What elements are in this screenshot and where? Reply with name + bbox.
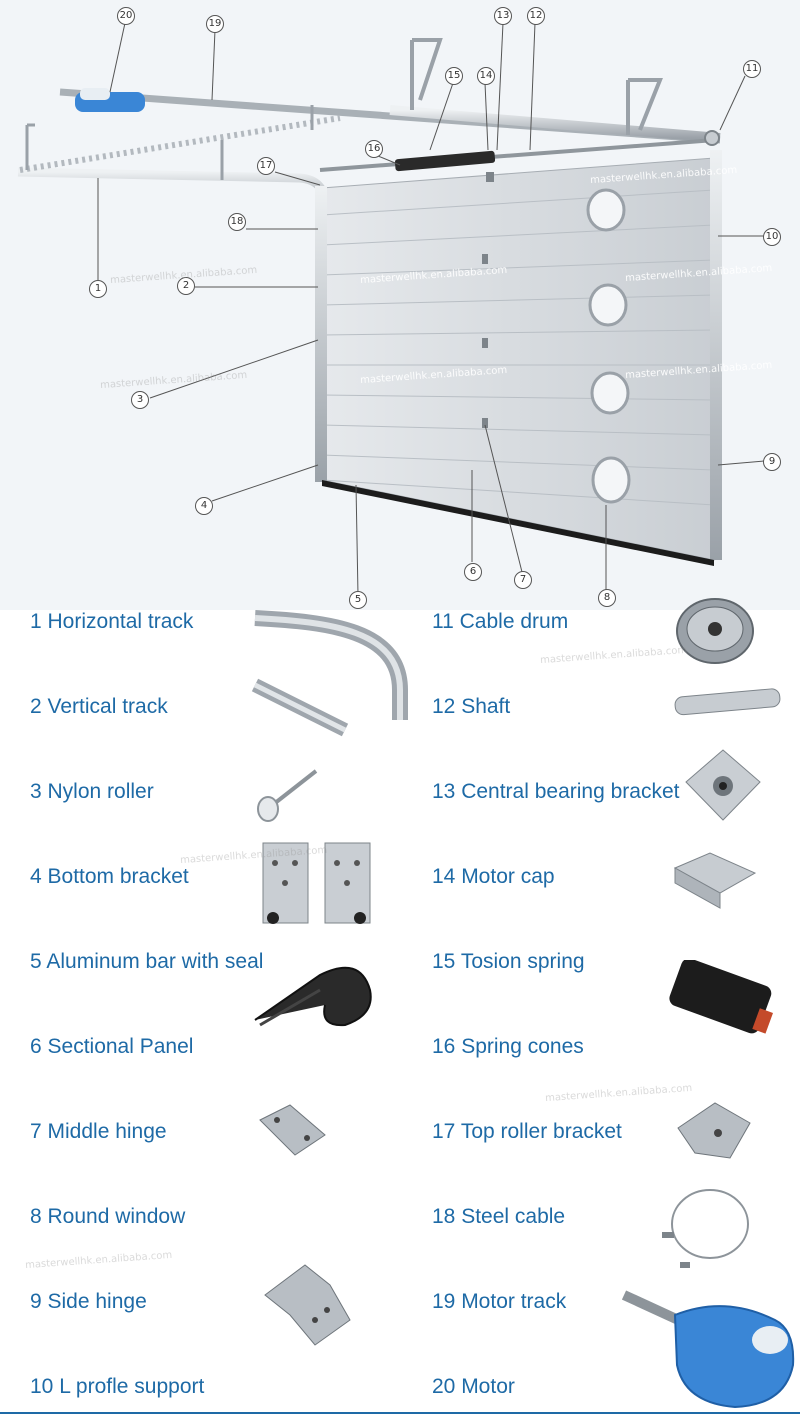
callout-6: 6 <box>464 563 482 581</box>
legend-item-19: 19 Motor track <box>432 1290 567 1313</box>
callout-1: 1 <box>89 280 107 298</box>
legend-item-10: 10 L profle support <box>30 1375 205 1398</box>
door-assembly-diagram: 20 19 13 12 11 15 14 16 17 18 10 1 2 3 9… <box>0 0 800 610</box>
callout-18: 18 <box>228 213 246 231</box>
legend-item-15: 15 Tosion spring <box>432 950 585 973</box>
legend-item-7: 7 Middle hinge <box>30 1120 167 1143</box>
legend-item-2: 2 Vertical track <box>30 695 168 718</box>
callout-11: 11 <box>743 60 761 78</box>
legend-item-11: 11 Cable drum <box>432 610 569 633</box>
legend-item-6: 6 Sectional Panel <box>30 1035 194 1058</box>
watermark: masterwellhk.en.alibaba.com <box>24 1249 173 1272</box>
callout-15: 15 <box>445 67 463 85</box>
callout-3: 3 <box>131 391 149 409</box>
legend-item-5: 5 Aluminum bar with seal <box>30 950 264 973</box>
shaft-icon <box>674 688 781 716</box>
callout-2: 2 <box>177 277 195 295</box>
top-roller-bracket-icon <box>677 1102 751 1159</box>
callout-13: 13 <box>494 7 512 25</box>
callout-19: 19 <box>206 15 224 33</box>
legend-item-17: 17 Top roller bracket <box>432 1120 622 1143</box>
legend-item-16: 16 Spring cones <box>432 1035 584 1058</box>
legend-item-18: 18 Steel cable <box>432 1205 566 1228</box>
bottom-divider <box>0 1412 800 1414</box>
bearing-bracket-icon <box>685 749 761 821</box>
side-hinge-icon <box>264 1264 351 1346</box>
callout-17: 17 <box>257 157 275 175</box>
legend-item-20: 20 Motor <box>432 1375 515 1398</box>
legend-item-14: 14 Motor cap <box>432 865 555 888</box>
parts-legend: 1 Horizontal track 2 Vertical track 3 Ny… <box>0 598 800 1418</box>
bottom-bracket-icon <box>262 842 371 924</box>
callout-7: 7 <box>514 571 532 589</box>
cable-drum-icon <box>676 598 754 664</box>
legend-item-1: 1 Horizontal track <box>30 610 194 633</box>
door-illustration <box>17 22 765 596</box>
callout-16: 16 <box>365 140 383 158</box>
motor-icon <box>673 1305 795 1409</box>
watermark: masterwellhk.en.alibaba.com <box>539 644 688 667</box>
middle-hinge-icon <box>259 1104 326 1156</box>
legend-item-3: 3 Nylon roller <box>30 780 154 803</box>
callout-9: 9 <box>763 453 781 471</box>
callout-10: 10 <box>763 228 781 246</box>
roller-icon <box>257 769 318 822</box>
callout-12: 12 <box>527 7 545 25</box>
callout-8: 8 <box>598 589 616 607</box>
legend-item-8: 8 Round window <box>30 1205 186 1228</box>
legend-item-13: 13 Central bearing bracket <box>432 780 680 803</box>
callout-14: 14 <box>477 67 495 85</box>
torsion-spring-icon <box>669 960 773 1034</box>
steel-cable-icon <box>662 1189 749 1268</box>
callout-4: 4 <box>195 497 213 515</box>
curved-track-icon <box>251 610 408 737</box>
callout-5: 5 <box>349 591 367 609</box>
legend-item-12: 12 Shaft <box>432 695 511 718</box>
callout-20: 20 <box>117 7 135 25</box>
legend-item-9: 9 Side hinge <box>30 1290 147 1313</box>
legend-item-4: 4 Bottom bracket <box>30 865 189 888</box>
motor-cap-icon <box>673 852 757 909</box>
rubber-seal-icon <box>254 966 372 1027</box>
